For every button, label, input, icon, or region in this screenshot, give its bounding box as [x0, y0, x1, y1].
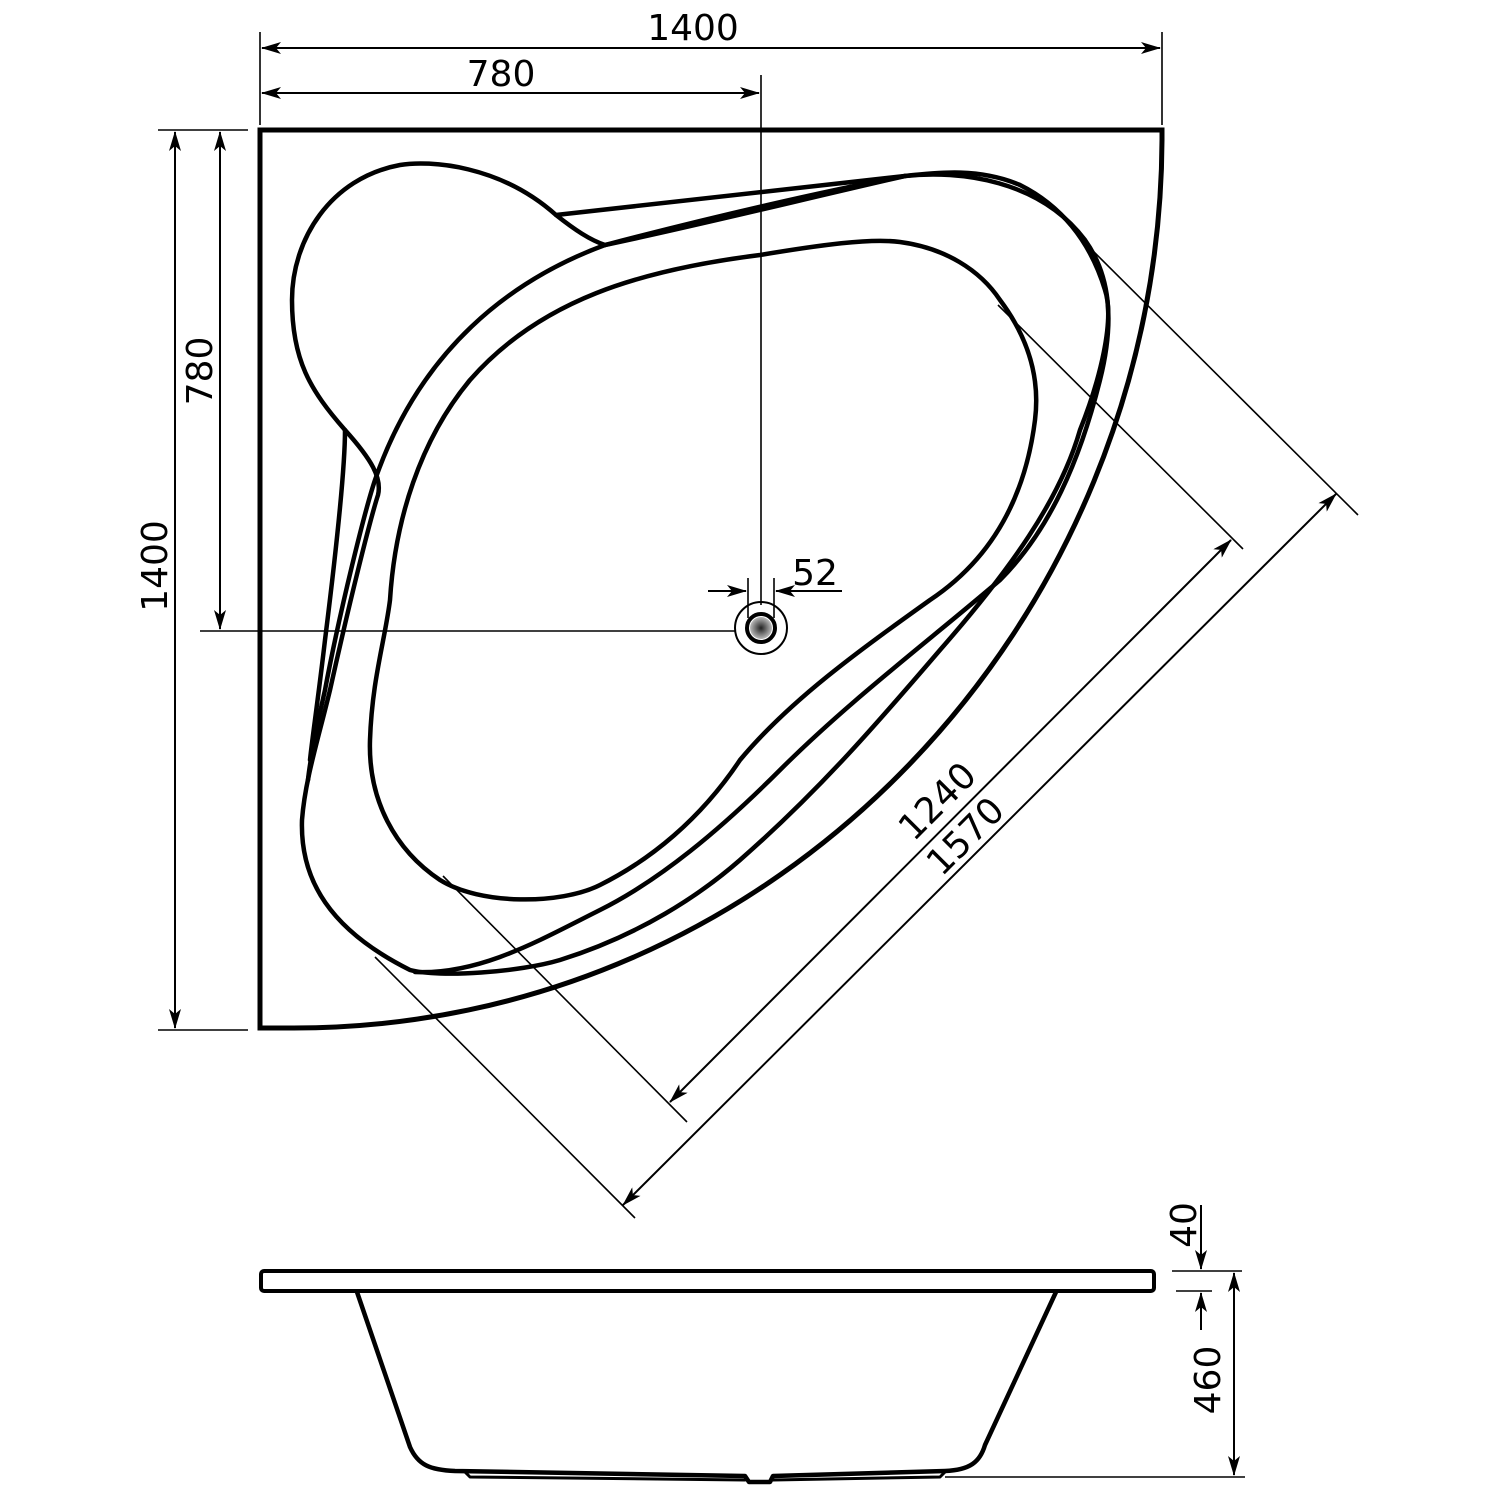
dim-depth: 460	[1188, 1346, 1229, 1415]
dim-left-height: 1400	[135, 520, 176, 612]
dim-line-outer-diagonal	[622, 493, 1337, 1206]
tub-base-strip	[463, 1470, 947, 1482]
side-view: 40 460	[259, 1202, 1245, 1485]
basin-edge	[305, 242, 608, 783]
dim-left-drain-offset: 780	[180, 337, 221, 406]
dim-rim-thickness: 40	[1164, 1202, 1205, 1248]
dim-top-drain-offset: 780	[467, 54, 536, 95]
dim-top-width: 1400	[647, 8, 739, 49]
seat-ledge-line	[307, 427, 348, 763]
dim-drain-diameter: 52	[792, 553, 838, 594]
tub-body-profile	[354, 1289, 1059, 1485]
tub-outer-contour	[257, 127, 1165, 1031]
plan-view: 1400 780 1400 780 52 1240 1570	[135, 8, 1359, 1219]
rim-slab	[259, 1269, 1156, 1293]
drain	[734, 601, 788, 655]
